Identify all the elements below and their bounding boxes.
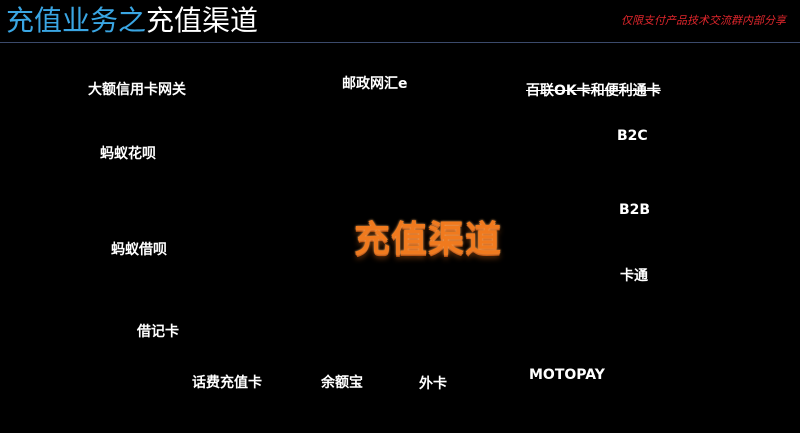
channel-b2c: B2C [617, 128, 648, 144]
channel-debit-card: 借记卡 [137, 324, 179, 340]
center-topic-label: 充值渠道 [354, 219, 503, 260]
channel-phone-fee-card: 话费充值卡 [192, 375, 262, 391]
slide-header: 充值业务之充值渠道 仅限支付产品技术交流群内部分享 [0, 0, 800, 44]
channel-foreign-card: 外卡 [419, 376, 447, 392]
title-highlight: 充值业务之 [6, 4, 147, 37]
slide-title: 充值业务之充值渠道 [6, 3, 258, 39]
channel-ant-huabei: 蚂蚁花呗 [100, 146, 156, 162]
internal-share-notice: 仅限支付产品技术交流群内部分享 [621, 14, 786, 27]
channel-b2b: B2B [619, 202, 651, 218]
channel-motopay: MOTOPAY [529, 367, 605, 383]
channel-ant-jiebei: 蚂蚁借呗 [111, 242, 167, 258]
title-main: 充值渠道 [146, 4, 259, 37]
channel-postal-ehui: 邮政网汇e [342, 76, 408, 92]
channel-katong: 卡通 [620, 268, 648, 284]
channel-bailian-ok-card: 百联OK卡和便利通卡 [526, 83, 661, 99]
channel-yuebao: 余额宝 [321, 375, 363, 391]
header-divider [0, 42, 800, 43]
channel-large-credit-gateway: 大额信用卡网关 [88, 82, 186, 98]
